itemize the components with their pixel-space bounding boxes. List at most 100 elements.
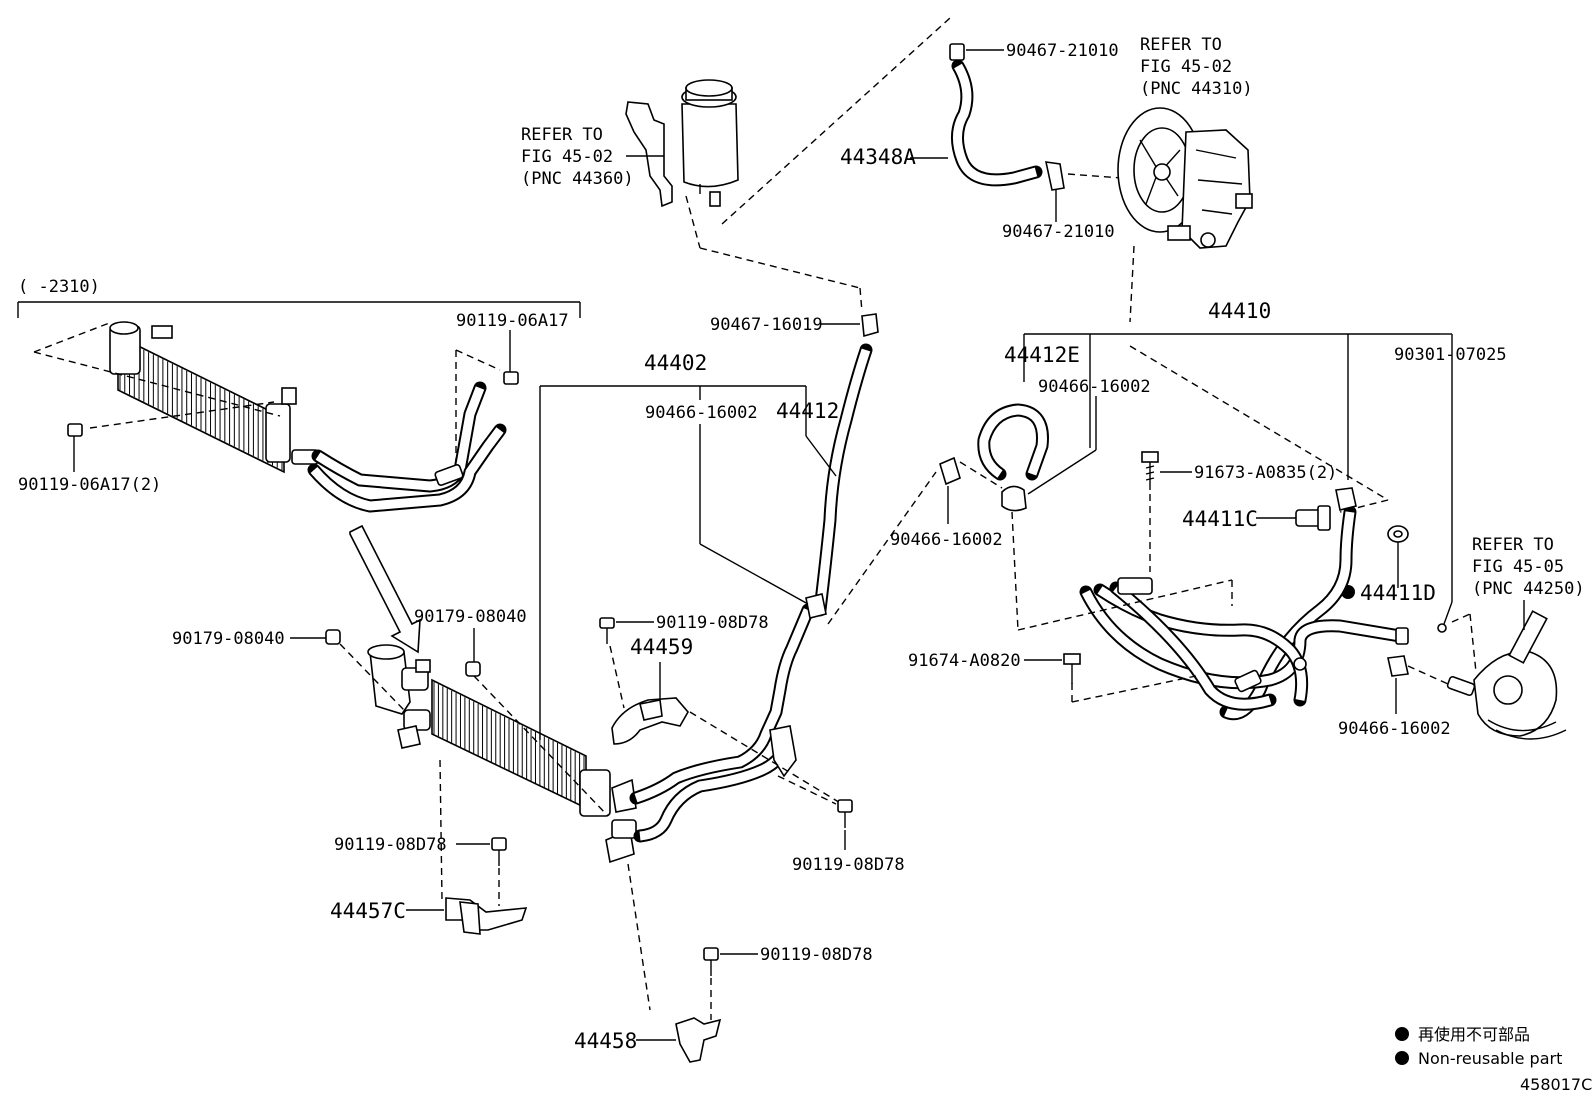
clamp-90467-16019[interactable] — [861, 313, 879, 338]
clamp-90467-21010-bottom[interactable] — [1044, 161, 1065, 191]
steering-gear[interactable] — [1446, 610, 1567, 740]
bracket-44457C[interactable] — [445, 897, 528, 935]
label-44411D: 44411D — [1360, 581, 1436, 605]
label-90467-21010-bottom: 90467-21010 — [1002, 222, 1115, 242]
gasket-44411D[interactable] — [1387, 525, 1409, 543]
refer-pump-note: REFER TO FIG 45-02 (PNC 44310) — [1140, 35, 1253, 99]
clamp-90466-16002-on-44412E[interactable] — [1001, 485, 1027, 512]
leader-44458-a — [627, 863, 651, 1011]
leader-clamp-to-pump — [1067, 173, 1123, 179]
leader-variant-c — [89, 401, 275, 429]
leader-reservoir-to-clamp-3 — [859, 287, 863, 313]
bolt-90119-06A17[interactable] — [503, 371, 519, 385]
label-90466-16002-a: 90466-16002 — [645, 403, 758, 423]
legend: 再使用不可部品 Non-reusable part — [1395, 1025, 1562, 1068]
bolt-90119-08D78-b[interactable] — [837, 799, 853, 828]
label-44457C: 44457C — [330, 899, 406, 923]
nut-90179-08040-a[interactable] — [325, 629, 341, 645]
leader-reservoir-to-clamp — [685, 195, 701, 249]
svg-text:FIG 45-02: FIG 45-02 — [1140, 57, 1232, 77]
variant-bracket — [17, 301, 581, 318]
leader-pump-to-44410 — [1129, 245, 1135, 323]
leader-bolt-b — [777, 775, 837, 805]
leader-44459-a — [609, 645, 625, 709]
union-44411C[interactable] — [1295, 505, 1331, 531]
leader-variant-d — [455, 349, 501, 371]
label-90467-21010-top: 90467-21010 — [1006, 41, 1119, 61]
leader-nut-a — [339, 643, 405, 711]
label-91673-A0835: 91673-A0835(2) — [1194, 463, 1337, 483]
svg-text:REFER TO: REFER TO — [1140, 35, 1222, 55]
label-44411C: 44411C — [1182, 507, 1258, 531]
label-90467-16019: 90467-16019 — [710, 315, 823, 335]
label-90466-16002-b: 90466-16002 — [1038, 377, 1151, 397]
leader-44410-to-pipe — [1129, 345, 1389, 501]
clamp-90467-21010-top[interactable] — [949, 43, 965, 61]
bolt-90119-08D78-a[interactable] — [599, 617, 615, 644]
legend-marker-jp — [1395, 1027, 1409, 1041]
leader-pipe-box-c — [1011, 511, 1019, 631]
bolt-90119-08D78-d[interactable] — [703, 947, 719, 976]
clamp-90466-16002-c[interactable] — [939, 456, 961, 486]
svg-text:FIG 45-02: FIG 45-02 — [521, 147, 613, 167]
label-90466-16002-c: 90466-16002 — [890, 530, 1003, 550]
bracket-44458[interactable] — [675, 1017, 722, 1063]
svg-text:REFER TO: REFER TO — [1472, 535, 1554, 555]
hose-44348A[interactable] — [951, 59, 1043, 187]
leader-reservoir-to-clamp-2 — [699, 247, 861, 289]
clamp-90466-16002-d[interactable] — [1387, 655, 1409, 677]
leader-oring-to-gear — [1451, 613, 1471, 623]
leader-variant-a — [33, 321, 113, 353]
reservoir-tank[interactable] — [625, 79, 739, 208]
label-90119-08D78-c: 90119-08D78 — [334, 835, 447, 855]
figure-id: 458017C — [1520, 1075, 1592, 1094]
bolt-91674-A0820[interactable] — [1063, 653, 1081, 684]
label-90119-08D78-a: 90119-08D78 — [656, 613, 769, 633]
bolt-90119-08D78-c[interactable] — [491, 837, 507, 866]
oil-cooler-main[interactable] — [367, 644, 637, 864]
label-44458: 44458 — [574, 1029, 637, 1053]
legend-en: Non-reusable part — [1418, 1049, 1562, 1068]
svg-text:(PNC 44250): (PNC 44250) — [1472, 579, 1585, 599]
pipe-assembly-44410[interactable] — [1079, 487, 1409, 721]
leader-nut-b — [473, 675, 609, 817]
leader-44457C-a — [439, 759, 443, 901]
bolt-90119-06A17-2[interactable] — [67, 423, 83, 437]
power-steering-pump[interactable] — [1117, 107, 1253, 249]
refer-reservoir-note: REFER TO FIG 45-02 (PNC 44360) — [521, 125, 664, 189]
label-90119-06A17-2: 90119-06A17(2) — [18, 475, 161, 495]
leader-variant-b — [33, 351, 281, 417]
bracket-44410 — [1023, 333, 1453, 602]
label-90119-08D78-b: 90119-08D78 — [792, 855, 905, 875]
label-44459: 44459 — [630, 635, 693, 659]
leader-44459-b — [689, 711, 843, 805]
label-44402: 44402 — [644, 351, 707, 375]
label-90119-06A17: 90119-06A17 — [456, 311, 569, 331]
hose-44412E[interactable] — [977, 403, 1049, 481]
oring-90301-07025[interactable] — [1437, 623, 1447, 633]
bracket-44459[interactable] — [611, 697, 689, 745]
bracket-44402 — [539, 385, 837, 740]
nut-90179-08040-b[interactable] — [465, 661, 481, 677]
label-90466-16002-d: 90466-16002 — [1338, 719, 1451, 739]
bolt-91673-A0835[interactable] — [1141, 451, 1159, 490]
svg-text:FIG 45-05: FIG 45-05 — [1472, 557, 1564, 577]
oil-cooler-variant[interactable] — [109, 321, 507, 513]
label-44410: 44410 — [1208, 299, 1271, 323]
label-90179-08040-a: 90179-08040 — [172, 629, 285, 649]
label-90301-07025: 90301-07025 — [1394, 345, 1507, 365]
leader-pipe-box-a — [1017, 579, 1233, 631]
leader-reservoir-to-hose — [721, 17, 951, 225]
leader-pipe-box-d — [1071, 675, 1197, 703]
label-44412E: 44412E — [1004, 343, 1080, 367]
label-44348A: 44348A — [840, 145, 916, 169]
refer-gear-note: REFER TO FIG 45-05 (PNC 44250) — [1472, 535, 1585, 630]
label-90179-08040-b: 90179-08040 — [414, 607, 527, 627]
leader-oring-to-gear-2 — [1469, 613, 1477, 673]
clamp-90466-16002-a[interactable] — [805, 593, 827, 619]
label-44412: 44412 — [776, 399, 839, 423]
legend-marker-en — [1395, 1051, 1409, 1065]
legend-jp: 再使用不可部品 — [1418, 1025, 1530, 1044]
label-91674-A0820: 91674-A0820 — [908, 651, 1021, 671]
